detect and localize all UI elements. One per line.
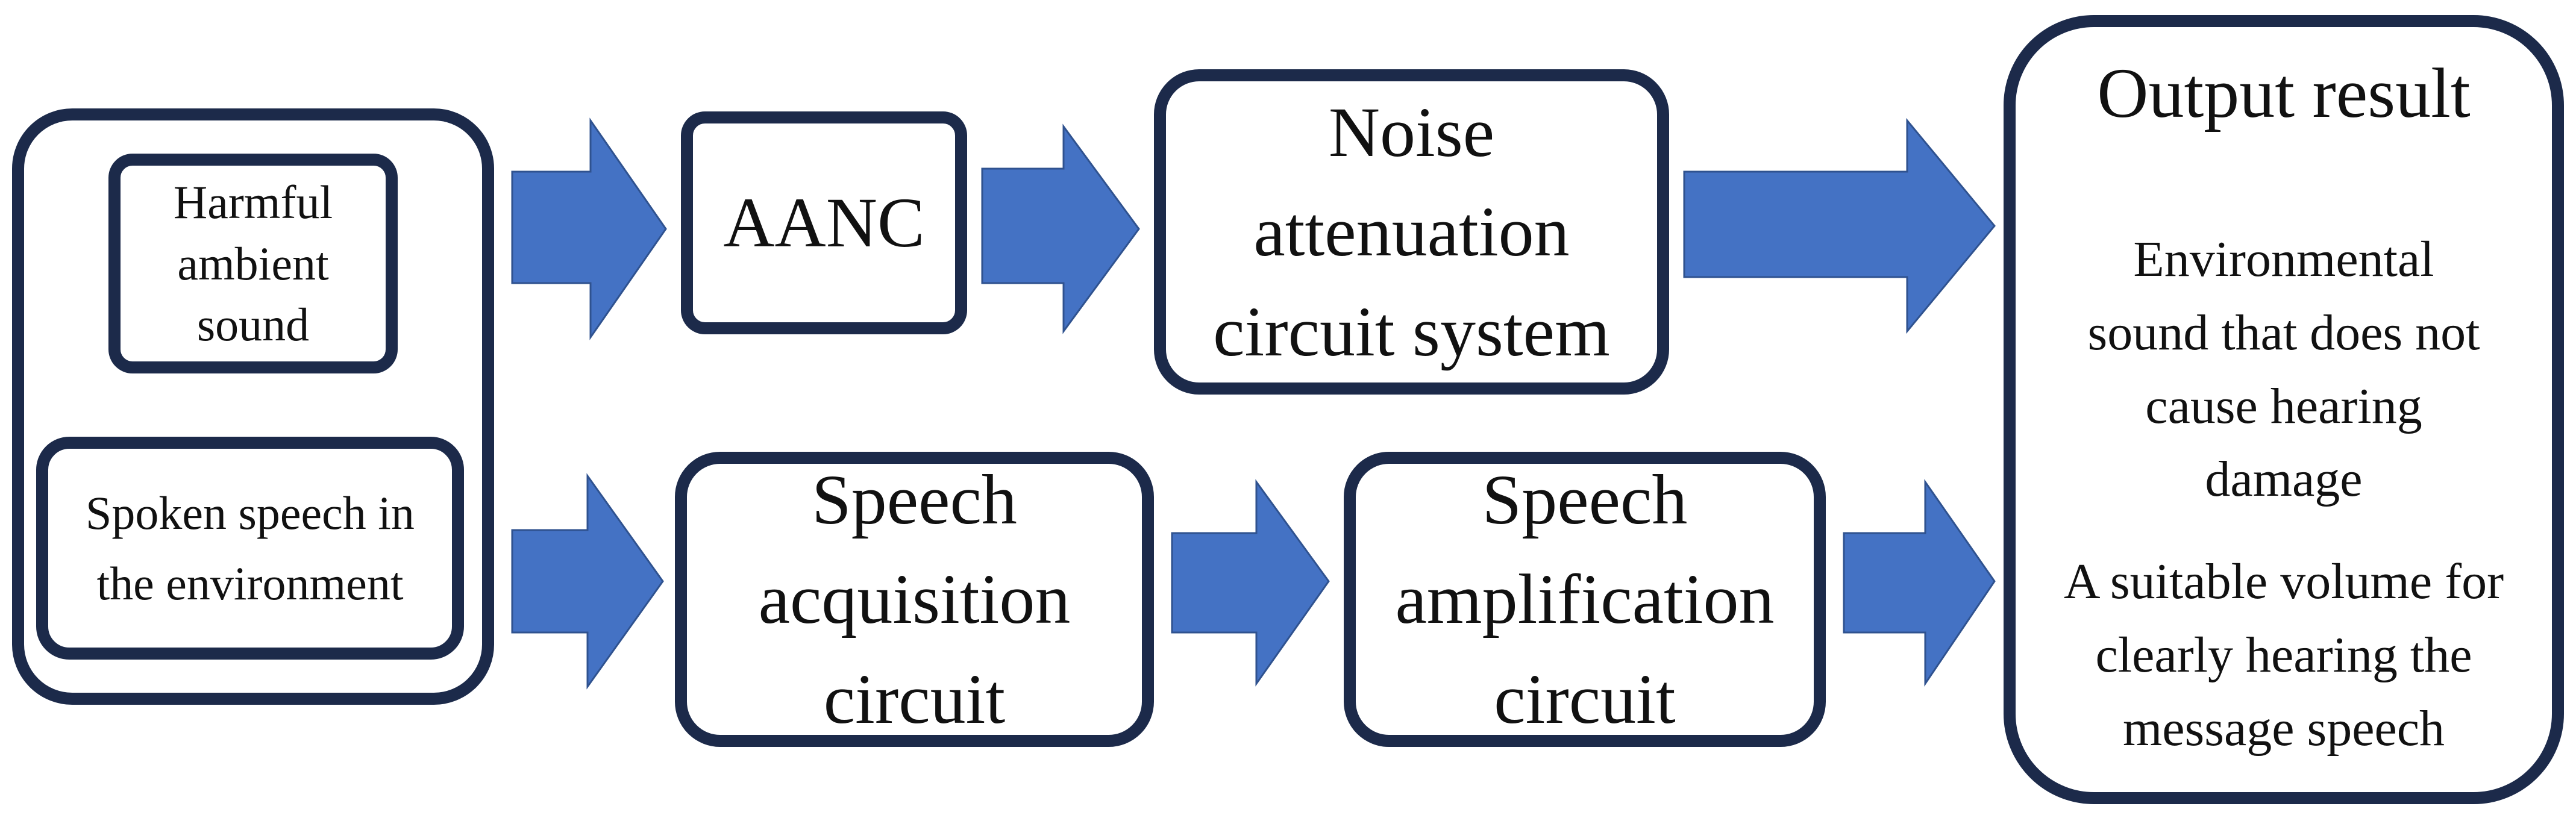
speech-amplification-box: Speech amplification circuit	[1344, 452, 1826, 747]
speech-acquisition-label: Speech acquisition circuit	[758, 460, 1071, 738]
arrow-input-to-aanc	[511, 117, 667, 340]
noise-attenuation-box: Noise attenuation circuit system	[1154, 69, 1669, 395]
arrow-acquisition-to-amplification	[1171, 479, 1330, 687]
arrow-noise-attenuation-to-output	[1683, 117, 1996, 334]
arrow-amplification-to-output	[1843, 479, 1996, 687]
arrow-input-to-speech-acquisition	[511, 473, 664, 690]
harmful-ambient-sound-label: Harmful ambient sound	[173, 176, 333, 351]
aanc-label: AANC	[723, 183, 925, 263]
speech-amplification-label: Speech amplification circuit	[1395, 460, 1775, 738]
output-environmental-sound-text: Environmental sound that does not cause …	[2087, 231, 2480, 508]
output-speech-volume-text: A suitable volume for clearly hearing th…	[2063, 554, 2504, 757]
spoken-speech-label: Spoken speech in the environment	[86, 487, 415, 610]
output-result-box: Output result Environmental sound that d…	[2004, 15, 2564, 804]
speech-acquisition-box: Speech acquisition circuit	[675, 452, 1154, 747]
noise-attenuation-label: Noise attenuation circuit system	[1213, 93, 1610, 371]
harmful-ambient-sound-box: Harmful ambient sound	[108, 154, 398, 373]
arrow-aanc-to-noise-attenuation	[981, 123, 1140, 334]
aanc-box: AANC	[681, 111, 967, 334]
output-result-title: Output result	[2097, 54, 2471, 133]
spoken-speech-box: Spoken speech in the environment	[36, 437, 464, 660]
